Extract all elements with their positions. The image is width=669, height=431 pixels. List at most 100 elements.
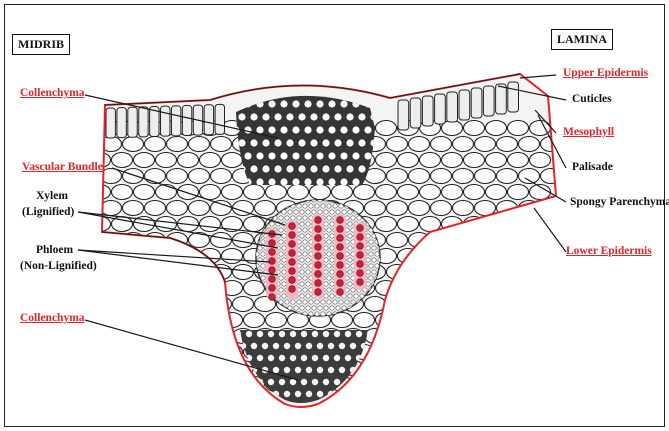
vascular-cell: [282, 282, 286, 286]
xylem-vessel: [315, 262, 322, 269]
parenchyma-cell: [354, 313, 375, 328]
parenchyma-cell: [123, 201, 144, 216]
parenchyma-cell: [156, 313, 177, 328]
parenchyma-cell: [112, 345, 133, 360]
vascular-cell: [303, 276, 307, 280]
collenchyma-cell: [352, 126, 359, 133]
collenchyma-cell: [346, 113, 353, 120]
collenchyma-cell: [304, 126, 311, 133]
vascular-cell: [351, 288, 355, 292]
vascular-cell: [282, 294, 286, 298]
vascular-cell: [312, 210, 316, 214]
vascular-cell: [369, 252, 373, 256]
collenchyma-cell: [322, 139, 329, 146]
parenchyma-cell: [398, 281, 419, 296]
parenchyma-cell: [486, 185, 507, 200]
collenchyma-cell: [286, 165, 293, 172]
parenchyma-cell: [508, 185, 529, 200]
collenchyma-cell: [334, 113, 341, 120]
palisade-cell: [204, 105, 213, 135]
palisade-cell: [435, 94, 446, 124]
collenchyma-cell: [310, 139, 317, 146]
parenchyma-cell: [464, 377, 485, 392]
parenchyma-cell: [145, 265, 166, 280]
collenchyma-cell: [240, 391, 246, 397]
parenchyma-cell: [365, 361, 386, 376]
collenchyma-cell: [317, 391, 323, 397]
vascular-cell: [366, 246, 370, 250]
parenchyma-cell: [376, 377, 397, 392]
vascular-cell: [282, 258, 286, 262]
vascular-cell: [303, 228, 307, 232]
vascular-cell: [297, 300, 301, 304]
parenchyma-cell: [442, 345, 463, 360]
vascular-cell: [318, 306, 322, 310]
vascular-cell: [324, 210, 328, 214]
collenchyma-cell: [298, 165, 305, 172]
collenchyma-cell: [317, 343, 323, 349]
collenchyma-cell: [235, 355, 241, 361]
vascular-cell: [285, 216, 289, 220]
parenchyma-cell: [376, 121, 397, 136]
xylem-vessel: [357, 234, 364, 241]
collenchyma-cell: [350, 343, 356, 349]
parenchyma-cell: [508, 281, 529, 296]
collenchyma-cell: [251, 391, 257, 397]
parenchyma-cell: [486, 249, 507, 264]
parenchyma-cell: [178, 377, 199, 392]
parenchyma-cell: [101, 265, 122, 280]
parenchyma-cell: [200, 377, 221, 392]
collenchyma-cell: [290, 355, 296, 361]
collenchyma-cell: [358, 165, 365, 172]
collenchyma-cell: [295, 343, 301, 349]
parenchyma-cell: [189, 361, 210, 376]
vascular-cell: [348, 210, 352, 214]
parenchyma-cell: [453, 297, 474, 312]
collenchyma-cell: [256, 178, 263, 185]
xylem-vessel: [289, 232, 296, 239]
xylem-vessel: [289, 277, 296, 284]
palisade-cell: [215, 104, 224, 134]
parenchyma-cell: [387, 201, 408, 216]
parenchyma-cell: [453, 137, 474, 152]
collenchyma-cell: [256, 126, 263, 133]
xylem-vessel: [315, 235, 322, 242]
xylem-vessel: [269, 258, 276, 265]
vascular-cell: [327, 228, 331, 232]
collenchyma-cell: [312, 331, 318, 337]
vascular-cell: [288, 210, 292, 214]
parenchyma-cell: [398, 217, 419, 232]
collenchyma-cell: [322, 165, 329, 172]
parenchyma-cell: [420, 185, 441, 200]
vascular-cell: [306, 222, 310, 226]
collenchyma-cell: [268, 126, 275, 133]
vascular-cell: [300, 306, 304, 310]
parenchyma-cell: [530, 345, 551, 360]
palisade-cell: [128, 107, 137, 137]
collenchyma-cell: [279, 355, 285, 361]
xylem-vessel: [289, 259, 296, 266]
vascular-cell: [354, 294, 358, 298]
parenchyma-cell: [497, 169, 518, 184]
collenchyma-cell: [257, 355, 263, 361]
xylem-vessel: [269, 240, 276, 247]
vascular-cell: [261, 276, 265, 280]
vascular-cell: [366, 258, 370, 262]
palisade-cell: [483, 86, 494, 116]
vascular-cell: [309, 204, 313, 208]
vascular-cell: [324, 294, 328, 298]
palisade-cell: [447, 92, 458, 122]
collenchyma-cell: [334, 165, 341, 172]
parenchyma-cell: [508, 121, 529, 136]
vascular-cell: [357, 216, 361, 220]
collenchyma-cell: [304, 152, 311, 159]
parenchyma-cell: [541, 361, 562, 376]
vascular-cell: [333, 204, 337, 208]
collenchyma-cell: [284, 343, 290, 349]
parenchyma-cell: [519, 169, 540, 184]
parenchyma-cell: [497, 297, 518, 312]
parenchyma-cell: [442, 313, 463, 328]
collenchyma-cell: [323, 331, 329, 337]
parenchyma-cell: [156, 345, 177, 360]
vascular-cell: [306, 234, 310, 238]
